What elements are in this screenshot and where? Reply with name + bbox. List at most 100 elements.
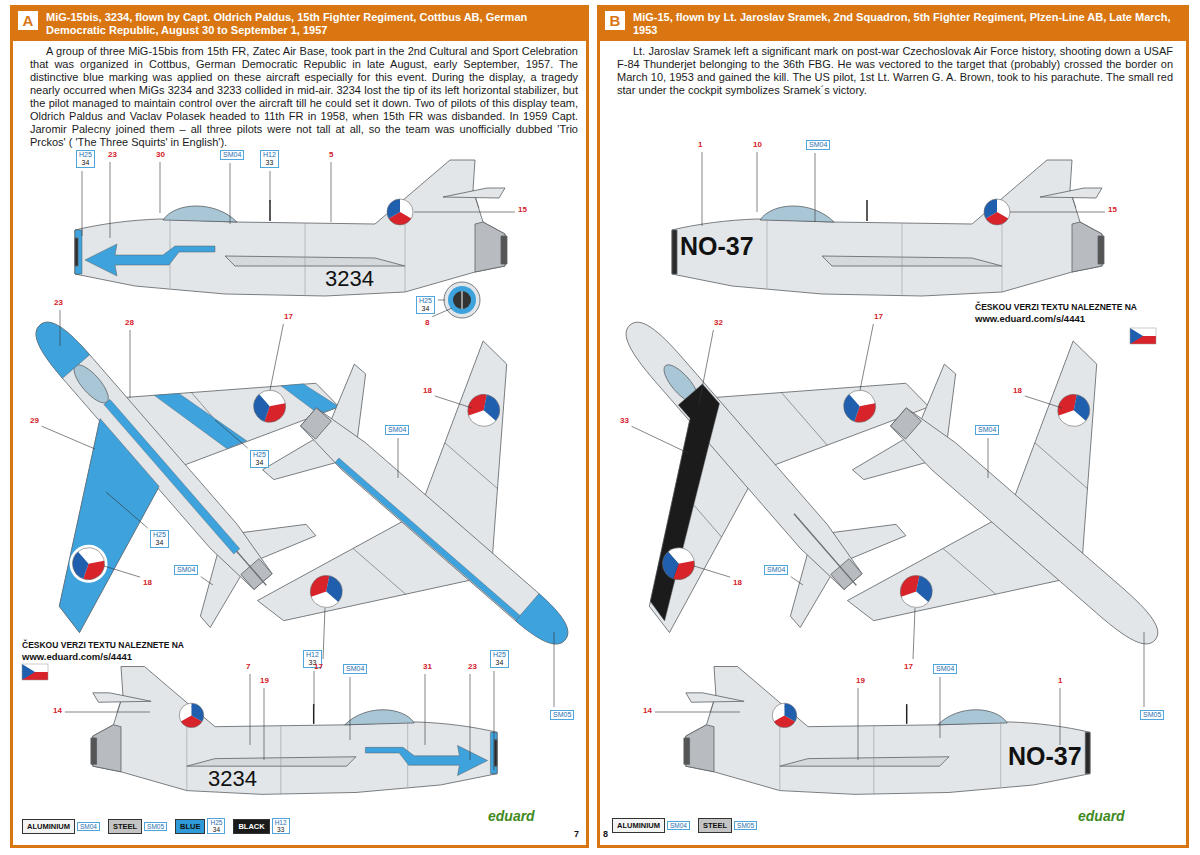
blue-marking — [515, 594, 576, 654]
roundel-segment — [785, 703, 797, 721]
callout-number: 15 — [518, 205, 527, 214]
panel-line — [767, 219, 1002, 296]
callout-number: 10 — [753, 140, 762, 149]
legend-text: ALUMINIUM — [617, 821, 660, 830]
callout-number: 31 — [423, 662, 432, 671]
callout-number: 18 — [423, 386, 432, 395]
panel-line — [780, 722, 1001, 794]
callout-number: 18 — [733, 578, 742, 587]
antenna-mast — [269, 200, 271, 221]
tail-section — [891, 408, 922, 439]
paint-code: SM04 — [936, 665, 954, 673]
roundel-segment — [191, 703, 203, 721]
callout-number: 28 — [125, 318, 134, 327]
leader-line — [494, 671, 495, 770]
roundel — [304, 569, 349, 614]
leader-line — [104, 566, 140, 577]
page-number: 8 — [603, 829, 608, 839]
horizontal-stabilizer — [93, 693, 151, 702]
paint-code: SM04 — [177, 566, 195, 574]
front-view — [444, 282, 480, 318]
flag-blue — [1130, 328, 1143, 344]
roundel-outline — [387, 199, 413, 225]
leader-line — [470, 674, 471, 760]
leader-line — [757, 152, 758, 212]
panel-line — [187, 722, 408, 794]
fuselage — [672, 160, 1102, 296]
paint-code-box: SM04 — [343, 664, 367, 674]
fin — [794, 514, 856, 586]
fuselage — [686, 667, 1090, 795]
paint-code-box: H2534 — [150, 530, 169, 548]
leader-line — [230, 163, 231, 224]
canopy — [163, 206, 237, 222]
fuselage — [887, 403, 1167, 653]
legend-code-box: SM05 — [144, 822, 167, 831]
leader-line — [1144, 632, 1145, 707]
leader-line — [940, 677, 941, 738]
callout-number: 7 — [246, 662, 250, 671]
roundel — [772, 703, 796, 727]
profile-letter: A — [18, 11, 38, 30]
roundel — [1051, 388, 1096, 433]
leader-line — [323, 608, 325, 659]
leader-line — [160, 162, 161, 213]
page-number: 7 — [574, 829, 579, 839]
leader-line — [42, 426, 95, 449]
leader-line — [858, 688, 859, 760]
paint-code: 34 — [493, 659, 506, 667]
note-text: ČESKOU VERZI TEXTU NALEZNETE NA — [22, 640, 184, 650]
paint-code-box: SM04 — [975, 425, 999, 435]
roundel-outline — [772, 703, 796, 727]
intake — [453, 291, 471, 309]
leader-line — [215, 420, 248, 448]
roundel-segment — [320, 574, 349, 602]
leader-line — [65, 712, 150, 713]
legend-swatch: ALUMINIUM — [612, 818, 665, 833]
paint-code-box: SM04 — [764, 565, 788, 575]
fuselage — [93, 667, 497, 795]
paint-code: 34 — [210, 826, 222, 833]
legend-item: BLACKH1233 — [233, 818, 295, 834]
note-text: ČESKOU VERZI TEXTU NALEZNETE NA — [975, 302, 1137, 312]
blue-arrow-marking — [85, 244, 215, 276]
callout-number: 14 — [53, 706, 62, 715]
blue-nose-ring — [448, 286, 476, 314]
legend-swatch: BLACK — [233, 819, 269, 834]
paint-code-box: H2534 — [416, 296, 435, 314]
legend-text: STEEL — [113, 822, 137, 831]
wing-fence — [943, 443, 1088, 595]
paint-code: SM04 — [978, 426, 996, 434]
flag-outline — [1130, 328, 1156, 344]
callout-number: 18 — [1013, 386, 1022, 395]
legend-text: ALUMINIUM — [27, 822, 70, 831]
description-text: Lt. Jaroslav Sramek left a significant m… — [617, 45, 1173, 97]
legend-item: BLUEH2534 — [175, 818, 231, 834]
panel-line — [170, 219, 405, 296]
paint-code: 33 — [263, 159, 276, 167]
leader-line — [694, 566, 730, 577]
paint-code: 34 — [419, 305, 432, 313]
callout-number: 18 — [143, 578, 152, 587]
tail-section — [301, 408, 332, 439]
intake — [672, 230, 677, 274]
callout-number: 5 — [329, 150, 333, 159]
aircraft-code: NO-37 — [680, 232, 754, 260]
roundel-segment — [387, 199, 400, 219]
callout-number: 15 — [1108, 205, 1117, 214]
canopy — [938, 710, 1008, 725]
leader-lines — [42, 152, 1144, 770]
horizontal-stabilizer — [443, 188, 505, 198]
tail-section — [93, 725, 121, 772]
leader-line — [988, 438, 989, 478]
blue-marking — [154, 369, 247, 467]
callout-number: 17 — [904, 662, 913, 671]
leader-line — [438, 300, 445, 301]
leader-line — [264, 688, 265, 760]
callout-number: 17 — [284, 312, 293, 321]
roundel — [984, 199, 1010, 225]
antenna-mast — [866, 200, 868, 221]
legend-item: ALUMINIUMSM04 — [612, 818, 696, 833]
leader-line — [1010, 212, 1105, 213]
